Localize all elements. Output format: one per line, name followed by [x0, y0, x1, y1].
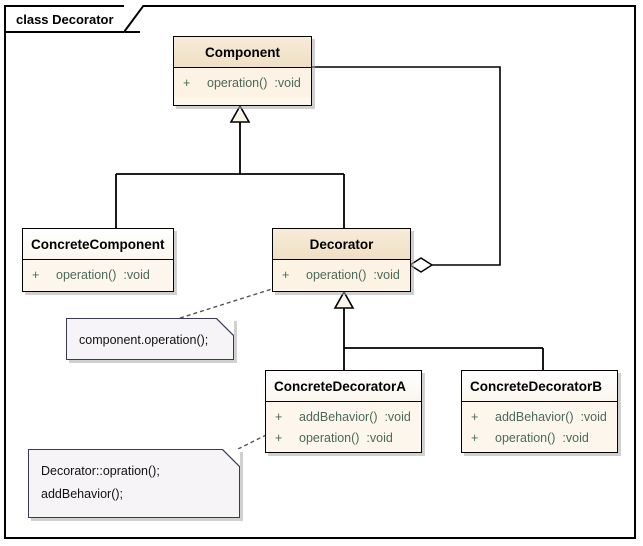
member-signature: operation() :void — [207, 75, 301, 90]
member-visibility: + — [275, 430, 283, 445]
class-title-concrete-decorator-b: ConcreteDecoratorB — [470, 378, 603, 394]
class-title-decorator: Decorator — [309, 236, 374, 252]
member-signature: addBehavior() :void — [495, 409, 607, 424]
class-member: + operation() :void — [174, 72, 311, 93]
note-decorator-operation[interactable]: component.operation(); — [66, 318, 234, 360]
member-visibility: + — [183, 75, 191, 90]
class-title-concrete-decorator-a: ConcreteDecoratorA — [274, 378, 407, 394]
class-member: + operation() :void — [273, 264, 410, 285]
class-title-concrete-component: ConcreteComponent — [31, 236, 165, 252]
member-signature: operation() :void — [495, 430, 589, 445]
class-box-component[interactable]: Component + operation() :void — [173, 36, 312, 106]
diagram-frame — [4, 5, 636, 539]
class-header-concrete-decorator-b: ConcreteDecoratorB — [462, 371, 617, 402]
note-concrete-decorator-a-operation[interactable]: Decorator::opration(); addBehavior(); — [28, 449, 240, 518]
class-box-concrete-decorator-b[interactable]: ConcreteDecoratorB + addBehavior() :void… — [461, 370, 618, 453]
member-visibility: + — [471, 430, 479, 445]
member-visibility: + — [275, 409, 283, 424]
class-header-component: Component — [174, 37, 311, 68]
frame-tab-corner-icon — [124, 5, 144, 33]
note-text-line: addBehavior(); — [41, 487, 123, 501]
class-box-concrete-component[interactable]: ConcreteComponent + operation() :void — [22, 228, 174, 292]
class-member: + operation() :void — [266, 427, 421, 448]
class-body-component: + operation() :void — [174, 68, 311, 97]
note-fold-icon — [222, 449, 240, 467]
class-body-decorator: + operation() :void — [273, 260, 410, 289]
note-fold-icon — [216, 318, 234, 336]
member-visibility: + — [32, 267, 40, 282]
class-body-concrete-decorator-a: + addBehavior() :void + operation() :voi… — [266, 402, 421, 452]
member-signature: addBehavior() :void — [299, 409, 411, 424]
class-body-concrete-component: + operation() :void — [23, 260, 173, 289]
class-box-decorator[interactable]: Decorator + operation() :void — [272, 228, 411, 292]
class-body-concrete-decorator-b: + addBehavior() :void + operation() :voi… — [462, 402, 617, 452]
diagram-frame-tab: class Decorator — [4, 5, 140, 33]
class-header-concrete-decorator-a: ConcreteDecoratorA — [266, 371, 421, 402]
member-visibility: + — [471, 409, 479, 424]
member-signature: operation() :void — [299, 430, 393, 445]
class-member: + operation() :void — [23, 264, 173, 285]
class-member: + addBehavior() :void — [266, 406, 421, 427]
note-text-line: Decorator::opration(); — [41, 464, 160, 478]
class-box-concrete-decorator-a[interactable]: ConcreteDecoratorA + addBehavior() :void… — [265, 370, 422, 453]
class-header-decorator: Decorator — [273, 229, 410, 260]
note-text-line: component.operation(); — [79, 333, 209, 347]
diagram-frame-title: class Decorator — [16, 11, 114, 27]
class-header-concrete-component: ConcreteComponent — [23, 229, 173, 260]
member-visibility: + — [282, 267, 290, 282]
class-title-component: Component — [205, 44, 280, 60]
member-signature: operation() :void — [56, 267, 150, 282]
member-signature: operation() :void — [306, 267, 400, 282]
class-member: + addBehavior() :void — [462, 406, 617, 427]
class-member: + operation() :void — [462, 427, 617, 448]
